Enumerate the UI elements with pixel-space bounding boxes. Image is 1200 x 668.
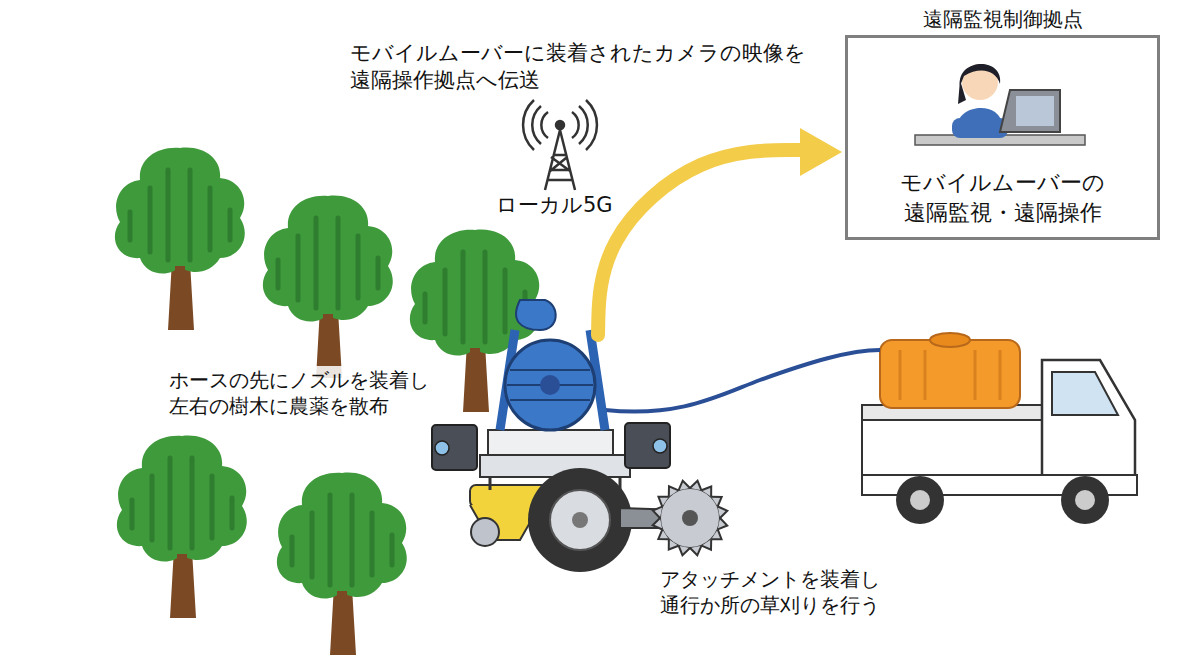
- antenna-tower: [523, 100, 597, 190]
- remote-operator: [915, 64, 1085, 145]
- saw-tooth: [669, 486, 679, 496]
- box-body: モバイルムーバーの 遠隔監視・遠隔操作: [873, 168, 1133, 227]
- spray-note: ホースの先にノズルを装着し 左右の樹木に農薬を散布: [166, 366, 440, 420]
- trees: [115, 148, 540, 655]
- arrow-shaft: [598, 150, 805, 335]
- hose: [605, 350, 880, 412]
- saw-tooth: [718, 518, 727, 529]
- network-label: ローカル5G: [496, 192, 617, 219]
- saw-tooth: [669, 539, 679, 549]
- saw-tooth: [690, 546, 701, 556]
- station-box: 遠隔監視制御拠点モバイルムーバーの 遠隔監視・遠隔操作: [845, 35, 1160, 240]
- transmission-arrow: [598, 128, 842, 335]
- truck: [862, 333, 1137, 524]
- mowing-note: アタッチメントを装着し 通行か所の草刈りを行う: [660, 566, 888, 618]
- saw-tooth: [679, 546, 690, 555]
- transmission-note: モバイルムーバーに装着されたカメラの映像を 遠隔操作拠点へ伝送: [350, 40, 814, 95]
- saw-tooth: [679, 481, 690, 491]
- mobile-mover: [432, 300, 727, 572]
- saw-tooth: [718, 507, 728, 518]
- saw-tooth: [653, 507, 662, 518]
- saw-tooth: [702, 539, 712, 549]
- saw-tooth: [711, 529, 721, 539]
- saw-tooth: [711, 497, 721, 507]
- box-heading: 遠隔監視制御拠点: [828, 6, 1177, 33]
- saw-tooth: [658, 530, 668, 540]
- saw-tooth: [658, 497, 668, 507]
- saw-tooth: [653, 518, 663, 529]
- saw-tooth: [701, 486, 711, 496]
- arrow-head: [800, 128, 842, 176]
- saw-tooth: [690, 481, 701, 490]
